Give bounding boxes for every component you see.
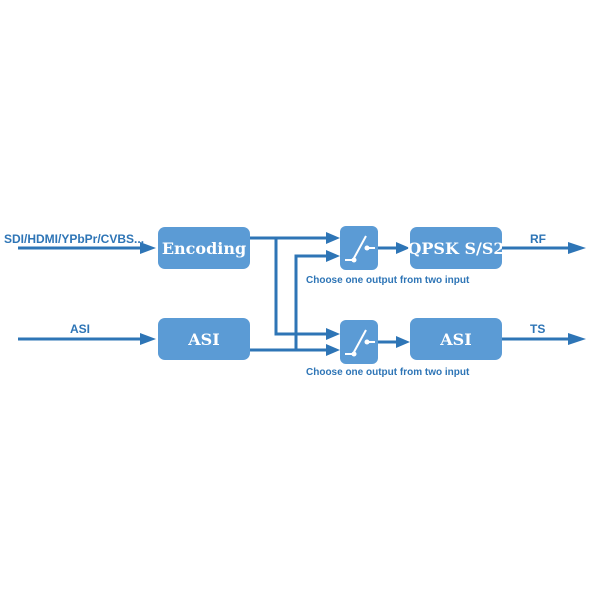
qpsk-block-label: QPSK S/S2 (407, 239, 504, 258)
switch-note-bottom: Choose one output from two input (306, 367, 470, 378)
switch-to-asi-arrow (378, 336, 410, 348)
output-arrow-top (502, 242, 586, 254)
cross-connect-wiring (250, 232, 340, 356)
encoding-block-label: Encoding (162, 239, 246, 258)
input-label-bottom: ASI (70, 322, 90, 336)
output-arrow-bottom (502, 333, 586, 345)
switch-to-qpsk-arrow (378, 242, 410, 254)
input-arrow-bottom (18, 333, 156, 345)
switch-top (340, 226, 378, 270)
switch-note-top: Choose one output from two input (306, 275, 470, 286)
input-label-top: SDI/HDMI/YPbPr/CVBS... (4, 232, 144, 246)
asi-input-block: ASI (158, 318, 250, 360)
asi-output-block: ASI (410, 318, 502, 360)
asi-input-block-label: ASI (187, 330, 219, 349)
asi-output-block-label: ASI (439, 330, 471, 349)
output-label-bottom: TS (530, 322, 545, 336)
output-label-top: RF (530, 232, 546, 246)
input-arrow-top (18, 242, 156, 254)
encoding-block: Encoding (158, 227, 250, 269)
switch-bottom (340, 320, 378, 364)
qpsk-block: QPSK S/S2 (407, 227, 505, 269)
